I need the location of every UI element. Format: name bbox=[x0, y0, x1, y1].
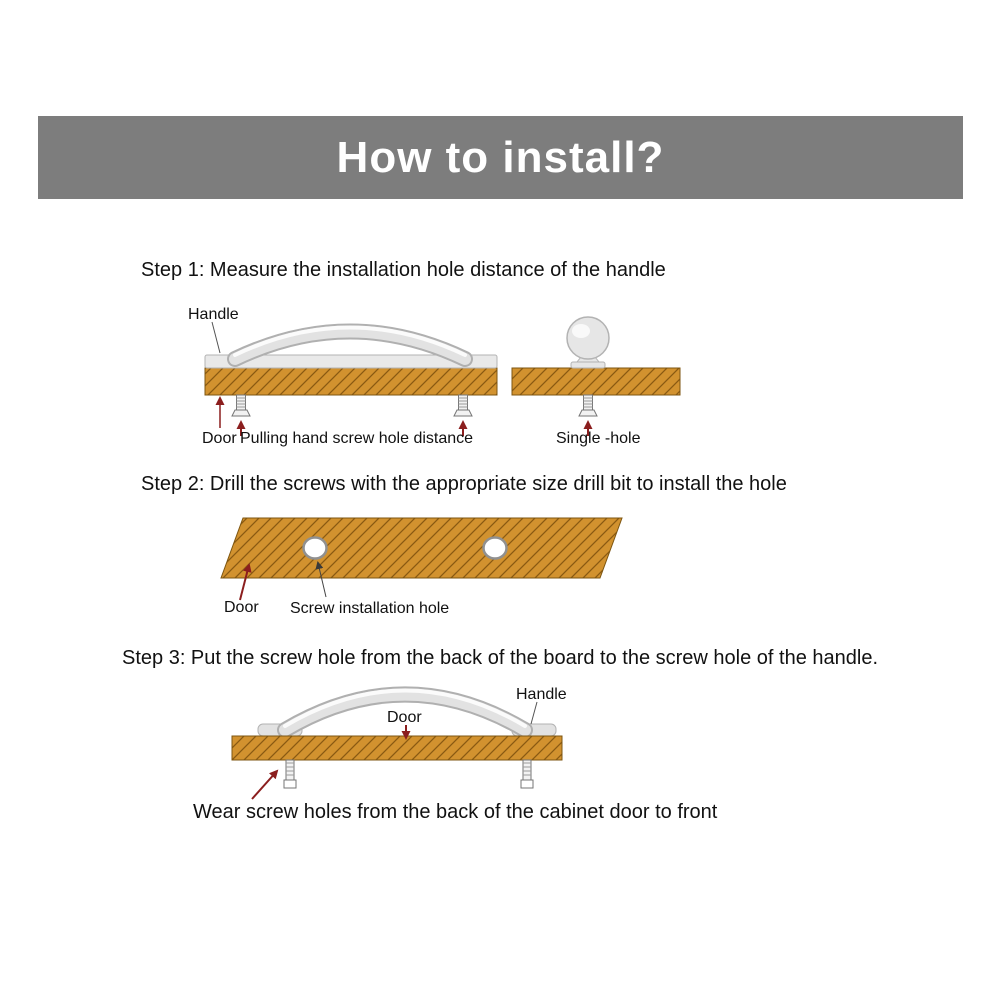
single-hole-label: Single -hole bbox=[556, 430, 641, 447]
knob-side-view bbox=[566, 316, 610, 369]
step3-diagram: Handle Door bbox=[231, 686, 567, 800]
screw-right bbox=[453, 394, 473, 417]
screw-right bbox=[520, 759, 534, 789]
handle-label: Handle bbox=[516, 686, 567, 703]
knob-screw bbox=[578, 394, 598, 417]
hole-pointer-line bbox=[315, 561, 327, 598]
back-screw-arrow bbox=[251, 769, 279, 800]
drilled-hole-left bbox=[302, 536, 328, 560]
handle-side-view bbox=[257, 686, 557, 738]
handle-side-view bbox=[204, 323, 498, 369]
cabinet-board-right bbox=[511, 367, 681, 396]
step2-heading: Step 2: Drill the screws with the approp… bbox=[141, 473, 787, 495]
step1-diagram: Handle Door Pulling hand screw hole dist… bbox=[188, 306, 681, 447]
screw-hole-label: Screw installation hole bbox=[290, 600, 449, 617]
door-pointer-arrow bbox=[239, 563, 252, 601]
handle-pointer-line bbox=[211, 321, 221, 354]
cabinet-board-left bbox=[204, 367, 498, 396]
footer-note: Wear screw holes from the back of the ca… bbox=[193, 801, 718, 823]
screw-left bbox=[283, 759, 297, 789]
door-label: Door bbox=[202, 430, 237, 447]
cabinet-board bbox=[220, 517, 623, 579]
page-title: How to install? bbox=[336, 132, 665, 182]
handle-label: Handle bbox=[188, 306, 239, 323]
cabinet-board bbox=[231, 735, 563, 761]
step2-diagram: Door Screw installation hole bbox=[220, 517, 623, 617]
door-label: Door bbox=[387, 709, 422, 726]
handle-pointer-line bbox=[530, 701, 538, 725]
door-label: Door bbox=[224, 599, 259, 616]
step1-heading: Step 1: Measure the installation hole di… bbox=[141, 259, 666, 281]
drilled-hole-right bbox=[482, 536, 508, 560]
step3-heading: Step 3: Put the screw hole from the back… bbox=[122, 647, 879, 669]
screw-left bbox=[231, 394, 251, 417]
title-banner: How to install? bbox=[38, 116, 963, 199]
screw-distance-label: Pulling hand screw hole distance bbox=[240, 430, 473, 447]
